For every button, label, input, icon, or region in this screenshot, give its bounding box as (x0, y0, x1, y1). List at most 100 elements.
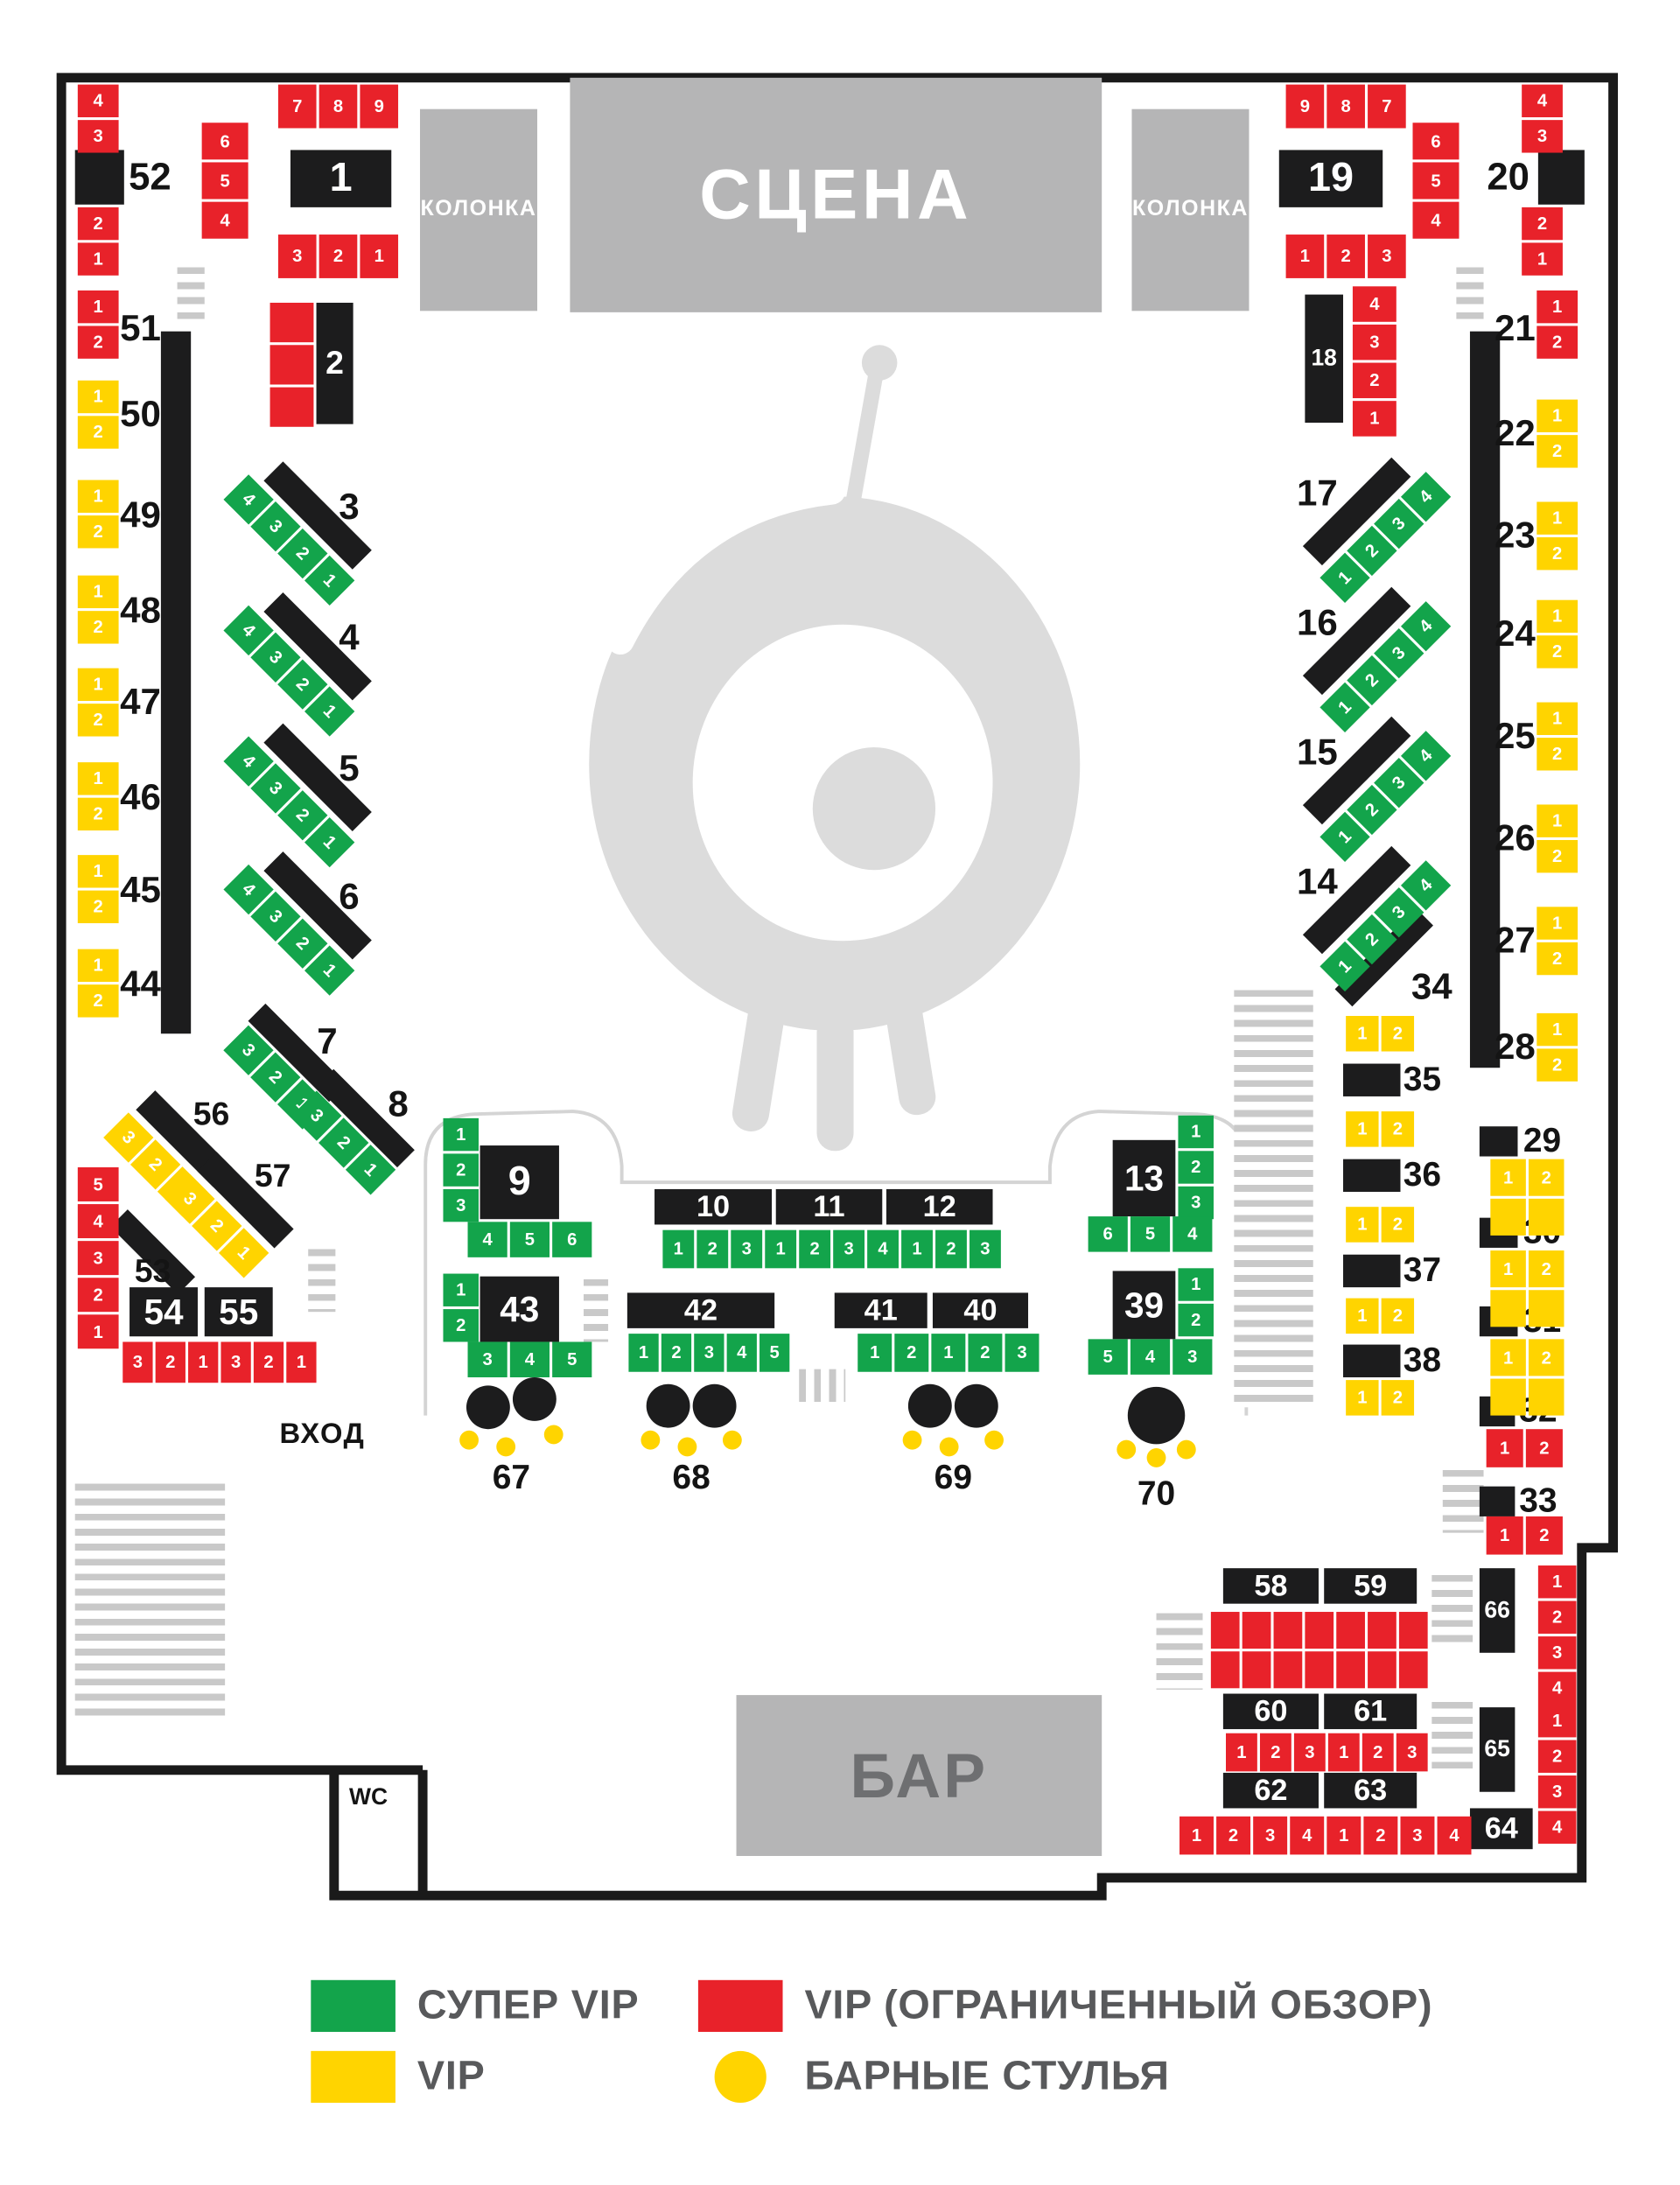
seat-4[interactable]: 4 (1437, 1816, 1472, 1855)
seat-2[interactable]: 2 (935, 1229, 967, 1269)
seat-2[interactable]: 2 (1537, 1600, 1577, 1634)
table-64[interactable]: 64 (1469, 1808, 1533, 1850)
seat-1[interactable]: 1 (628, 1334, 659, 1372)
table-10[interactable]: 10 (654, 1188, 773, 1225)
seat-1[interactable]: 1 (1537, 1705, 1577, 1738)
seat-3[interactable]: 3 (833, 1229, 865, 1269)
seat-3[interactable]: 3 (443, 1188, 479, 1222)
seat-4[interactable]: 4 (467, 1222, 508, 1257)
seat-1[interactable]: 1 (1537, 1565, 1577, 1599)
table-59[interactable]: 59 (1324, 1568, 1418, 1604)
seat-2[interactable]: 2 (1536, 635, 1578, 669)
table-11[interactable]: 11 (775, 1188, 883, 1225)
seat-1[interactable]: 1 (1536, 399, 1578, 433)
seat-2[interactable]: 2 (1528, 1250, 1564, 1288)
seat-7[interactable]: 7 (1368, 84, 1406, 129)
seat-1[interactable]: 1 (858, 1334, 892, 1372)
seat-1[interactable]: 1 (77, 290, 119, 324)
seat[interactable] (1528, 1198, 1564, 1236)
seat[interactable] (1242, 1612, 1271, 1649)
seat[interactable] (1242, 1651, 1271, 1689)
seat-3[interactable]: 3 (1522, 120, 1563, 153)
seat-2[interactable]: 2 (1525, 1429, 1563, 1467)
seat-2[interactable]: 2 (1522, 207, 1563, 241)
seat-3[interactable]: 3 (694, 1334, 724, 1372)
seat-4[interactable]: 4 (726, 1334, 757, 1372)
seat-2[interactable]: 2 (661, 1334, 692, 1372)
seat[interactable] (1305, 1651, 1334, 1689)
seat-2[interactable]: 2 (1178, 1151, 1214, 1184)
seat-3[interactable]: 3 (1537, 1636, 1577, 1670)
seat[interactable] (270, 302, 314, 343)
seat-1[interactable]: 1 (1346, 1298, 1379, 1334)
seat[interactable] (1398, 1651, 1428, 1689)
seat-3[interactable]: 3 (1396, 1733, 1428, 1772)
seat-2[interactable]: 2 (155, 1341, 186, 1383)
seat-5[interactable]: 5 (1088, 1339, 1128, 1375)
seat-1[interactable]: 1 (1536, 290, 1578, 324)
seat-9[interactable]: 9 (1285, 84, 1325, 129)
table-60[interactable]: 60 (1222, 1693, 1319, 1730)
seat-1[interactable]: 1 (77, 949, 119, 983)
seat-1[interactable]: 1 (1490, 1339, 1526, 1376)
table-54[interactable]: 54 (130, 1287, 198, 1337)
seat-6[interactable]: 6 (201, 123, 248, 160)
seat-1[interactable]: 1 (1536, 907, 1578, 940)
seat-2[interactable]: 2 (1381, 1380, 1415, 1416)
seat-1[interactable]: 1 (1490, 1250, 1526, 1288)
seat-5[interactable]: 5 (77, 1166, 119, 1201)
table-18[interactable]: 18 (1305, 294, 1344, 424)
seat-1[interactable]: 1 (360, 235, 399, 278)
seat[interactable] (1210, 1612, 1240, 1649)
seat-6[interactable]: 6 (552, 1222, 592, 1257)
seat-9[interactable]: 9 (360, 84, 399, 129)
seat-2[interactable]: 2 (799, 1229, 831, 1269)
seat-1[interactable]: 1 (77, 1314, 119, 1349)
seat-2[interactable]: 2 (1528, 1339, 1564, 1376)
seat-1[interactable]: 1 (1536, 599, 1578, 634)
table-19[interactable]: 19 (1278, 150, 1383, 207)
seat-3[interactable]: 3 (277, 235, 317, 278)
seat-2[interactable]: 2 (443, 1153, 479, 1187)
seat-3[interactable]: 3 (970, 1229, 1001, 1269)
seat-1[interactable]: 1 (443, 1273, 479, 1306)
bar-stool[interactable] (907, 1383, 952, 1428)
seat-2[interactable]: 2 (1528, 1159, 1564, 1196)
seat-2[interactable]: 2 (1259, 1733, 1292, 1772)
seat-1[interactable]: 1 (1352, 401, 1396, 437)
bar-stool[interactable] (954, 1383, 998, 1428)
seat-1[interactable]: 1 (443, 1117, 479, 1152)
seat-2[interactable]: 2 (77, 797, 119, 831)
seat-2[interactable]: 2 (1216, 1816, 1251, 1855)
table-66[interactable]: 66 (1479, 1568, 1516, 1653)
seat-1[interactable]: 1 (1486, 1516, 1523, 1555)
seat-3[interactable]: 3 (1004, 1334, 1040, 1372)
seat-3[interactable]: 3 (1253, 1816, 1288, 1855)
seat-3[interactable]: 3 (1352, 324, 1396, 361)
seat[interactable] (1528, 1378, 1564, 1416)
seat-3[interactable]: 3 (1537, 1775, 1577, 1809)
seat-2[interactable]: 2 (77, 207, 119, 241)
seat-3[interactable]: 3 (220, 1341, 251, 1383)
seat-2[interactable]: 2 (1536, 942, 1578, 976)
seat[interactable] (270, 387, 314, 427)
seat-7[interactable]: 7 (277, 84, 317, 129)
seat[interactable] (1490, 1198, 1526, 1236)
seat-1[interactable]: 1 (1490, 1159, 1526, 1196)
seat-3[interactable]: 3 (731, 1229, 763, 1269)
seat[interactable] (1273, 1612, 1303, 1649)
seat-5[interactable]: 5 (509, 1222, 550, 1257)
seat-2[interactable]: 2 (1381, 1207, 1415, 1243)
seat-4[interactable]: 4 (1537, 1810, 1577, 1844)
seat-2[interactable]: 2 (1536, 738, 1578, 771)
seat[interactable] (1398, 1612, 1428, 1649)
table-40[interactable]: 40 (932, 1292, 1029, 1328)
seat-1[interactable]: 1 (1326, 1816, 1362, 1855)
seat-2[interactable]: 2 (968, 1334, 1003, 1372)
table-35[interactable] (1343, 1063, 1401, 1096)
seat-6[interactable]: 6 (1412, 123, 1460, 160)
table-65[interactable]: 65 (1479, 1707, 1516, 1792)
seat-1[interactable]: 1 (1486, 1429, 1523, 1467)
seat-2[interactable]: 2 (1536, 435, 1578, 468)
seat-1[interactable]: 1 (1536, 804, 1578, 837)
